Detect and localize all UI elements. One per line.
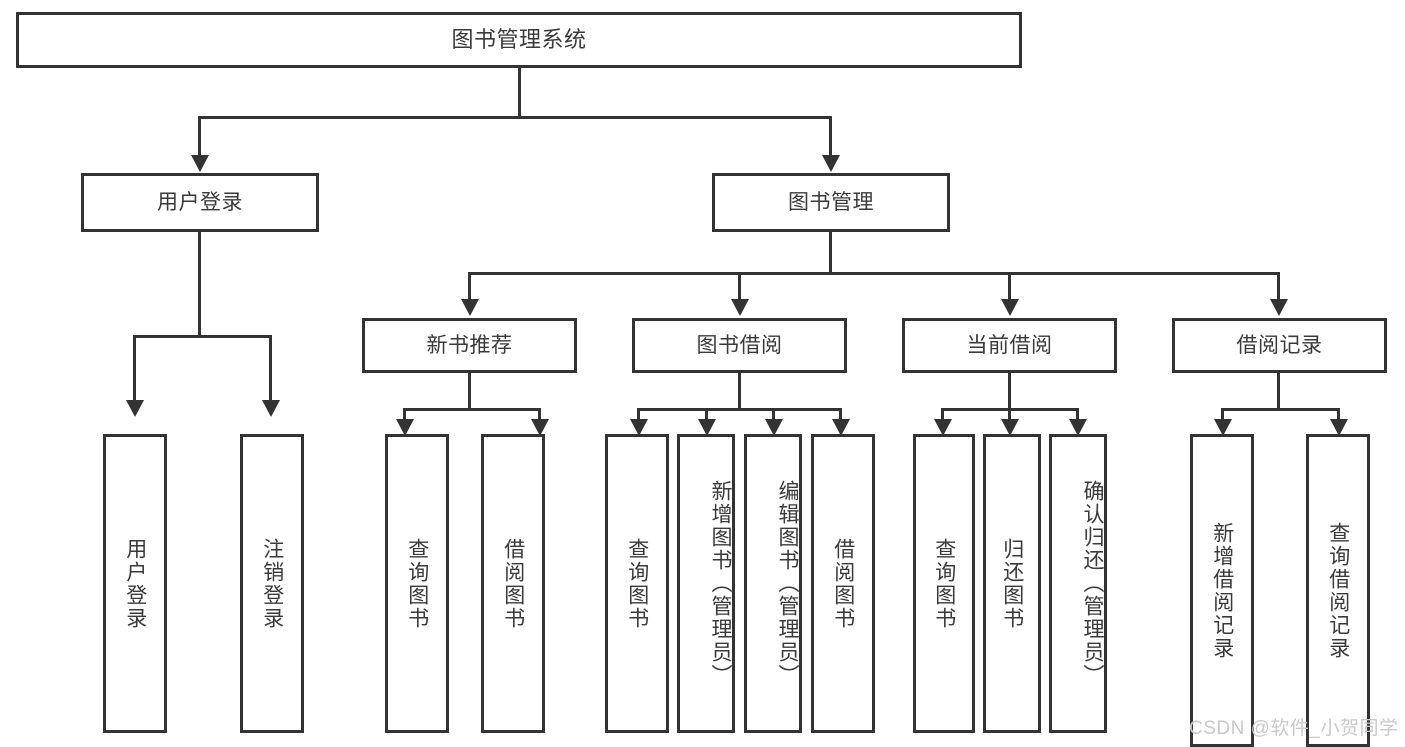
node-label: 新增借阅记录 <box>1210 521 1234 660</box>
arrowhead-leaf-borrow-book-1 <box>531 419 549 436</box>
node-leaf-query-book-3[interactable]: 查询图书 <box>913 434 975 733</box>
connector-current-borrow-stem <box>1008 373 1011 408</box>
node-label: 新书推荐 <box>426 333 513 357</box>
arrowhead-leaf-query-book-3 <box>934 419 952 436</box>
node-book-borrow[interactable]: 图书借阅 <box>632 318 847 373</box>
node-leaf-add-book[interactable]: 新增图书（管理员） <box>677 434 735 733</box>
arrowhead-leaf-query-book-1 <box>396 419 414 436</box>
node-label: 图书管理 <box>788 190 874 214</box>
node-label: 查询图书 <box>625 537 649 630</box>
node-leaf-borrow-book-2[interactable]: 借阅图书 <box>811 434 875 733</box>
connector-drop-leaf-user-login <box>133 335 136 403</box>
arrowhead-user-login <box>191 155 209 172</box>
node-label: 查询借阅记录 <box>1326 521 1350 660</box>
node-current-borrow[interactable]: 当前借阅 <box>902 318 1117 373</box>
connector-drop-leaf-query-book-2 <box>637 408 640 422</box>
connector-drop-leaf-query-book-1 <box>403 408 406 422</box>
arrowhead-borrow-record <box>1270 299 1288 316</box>
connector-drop-leaf-add-book <box>705 408 708 422</box>
node-leaf-query-record[interactable]: 查询借阅记录 <box>1306 434 1370 747</box>
connector-drop-leaf-borrow-book-2 <box>839 408 842 422</box>
connector-drop-book-management <box>829 116 832 159</box>
node-label: 确认归还（管理员） <box>1081 480 1104 687</box>
node-leaf-borrow-book-1[interactable]: 借阅图书 <box>481 434 545 733</box>
connector-user-login-bus <box>133 335 271 338</box>
connector-drop-leaf-query-record <box>1337 408 1340 422</box>
arrowhead-leaf-logout-login <box>262 400 280 417</box>
connector-level1-bus <box>198 116 832 119</box>
node-label: 查询图书 <box>932 537 956 630</box>
node-label: 图书借阅 <box>696 333 783 357</box>
arrowhead-leaf-borrow-book-2 <box>832 419 850 436</box>
node-leaf-add-record[interactable]: 新增借阅记录 <box>1190 434 1254 747</box>
connector-drop-borrow-record <box>1277 272 1280 302</box>
arrowhead-current-borrow <box>1001 299 1019 316</box>
node-leaf-query-book-1[interactable]: 查询图书 <box>385 434 449 733</box>
node-label: 图书管理系统 <box>451 26 587 52</box>
connector-drop-leaf-confirm-return <box>1076 408 1079 422</box>
node-label: 编辑图书（管理员） <box>776 480 799 687</box>
connector-drop-book-borrow <box>738 272 741 302</box>
connector-drop-leaf-return-book <box>1008 408 1011 422</box>
connector-book-borrow-stem <box>738 373 741 408</box>
connector-new-book-recommend-bus <box>403 408 541 411</box>
connector-drop-leaf-query-book-3 <box>941 408 944 422</box>
connector-borrow-record-bus <box>1221 408 1340 411</box>
arrowhead-leaf-confirm-return <box>1069 419 1087 436</box>
node-label: 用户登录 <box>123 537 147 630</box>
arrowhead-leaf-user-login <box>126 400 144 417</box>
node-leaf-logout-login[interactable]: 注销登录 <box>240 434 304 733</box>
node-label: 注销登录 <box>260 537 284 630</box>
connector-drop-leaf-edit-book <box>772 408 775 422</box>
connector-drop-user-login <box>198 116 201 159</box>
node-borrow-record[interactable]: 借阅记录 <box>1172 318 1387 373</box>
arrowhead-new-book-recommend <box>461 299 479 316</box>
node-label: 当前借阅 <box>966 333 1053 357</box>
arrowhead-leaf-query-book-2 <box>630 419 648 436</box>
node-label: 借阅图书 <box>501 537 525 630</box>
arrowhead-book-borrow <box>731 299 749 316</box>
connector-root-stem <box>518 68 521 116</box>
node-leaf-edit-book[interactable]: 编辑图书（管理员） <box>744 434 802 733</box>
arrowhead-leaf-add-book <box>698 419 716 436</box>
node-leaf-confirm-return[interactable]: 确认归还（管理员） <box>1049 434 1107 733</box>
node-label: 新增图书（管理员） <box>709 480 732 687</box>
connector-level2-bus <box>468 272 1280 275</box>
arrowhead-leaf-add-record <box>1214 419 1232 436</box>
connector-book-management-stem <box>829 232 832 272</box>
connector-drop-new-book-recommend <box>468 272 471 302</box>
node-label: 借阅记录 <box>1236 333 1323 357</box>
connector-book-borrow-bus <box>637 408 842 411</box>
connector-drop-current-borrow <box>1008 272 1011 302</box>
arrowhead-leaf-query-record <box>1330 419 1348 436</box>
connector-drop-leaf-logout-login <box>269 335 272 403</box>
arrowhead-leaf-edit-book <box>765 419 783 436</box>
node-leaf-return-book[interactable]: 归还图书 <box>983 434 1041 733</box>
node-book-management[interactable]: 图书管理 <box>712 173 950 232</box>
arrowhead-book-management <box>822 155 840 172</box>
node-label: 借阅图书 <box>831 537 855 630</box>
connector-drop-leaf-add-record <box>1221 408 1224 422</box>
node-label: 归还图书 <box>1000 537 1024 630</box>
connector-new-book-recommend-stem <box>468 373 471 408</box>
connector-borrow-record-stem <box>1277 373 1280 408</box>
connector-user-login-stem <box>198 232 201 335</box>
node-user-login[interactable]: 用户登录 <box>81 173 319 232</box>
node-label: 查询图书 <box>405 537 429 630</box>
node-leaf-query-book-2[interactable]: 查询图书 <box>605 434 669 733</box>
node-new-book-recommend[interactable]: 新书推荐 <box>362 318 577 373</box>
node-leaf-user-login[interactable]: 用户登录 <box>103 434 167 733</box>
node-root-book-management-system[interactable]: 图书管理系统 <box>16 12 1022 68</box>
arrowhead-leaf-return-book <box>1001 419 1019 436</box>
node-label: 用户登录 <box>157 190 243 214</box>
connector-drop-leaf-borrow-book-1 <box>538 408 541 422</box>
